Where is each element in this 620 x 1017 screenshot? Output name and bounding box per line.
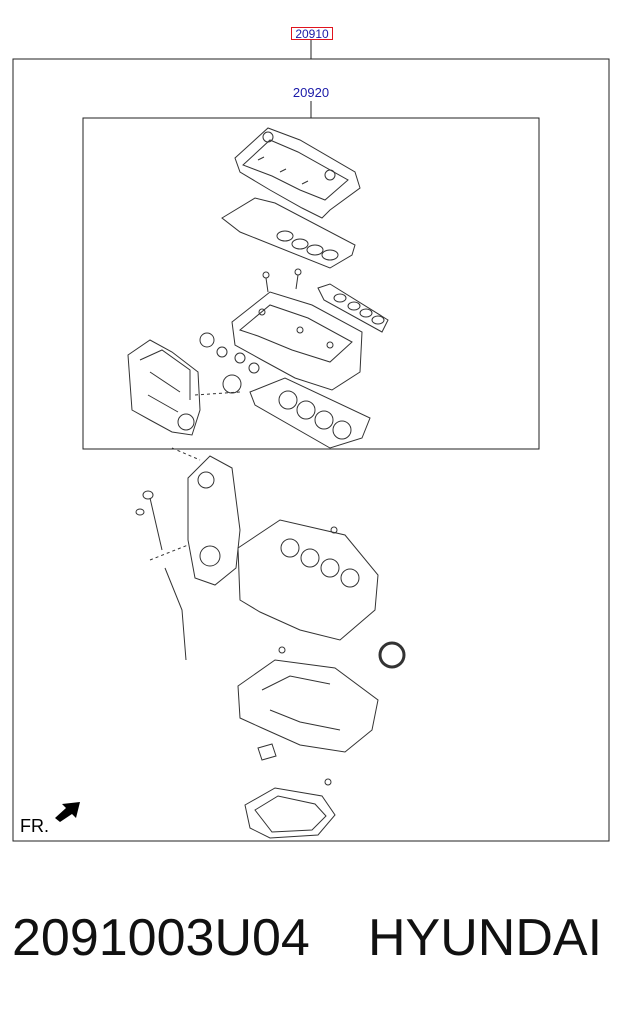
inner-frame (82, 117, 540, 450)
footer-brand: HYUNDAI (368, 909, 603, 967)
head-gasket (249, 377, 371, 449)
outer-parts (135, 391, 406, 839)
cylinder-head (231, 291, 363, 391)
oil-pan (244, 787, 336, 839)
main-callout-number[interactable]: 20910 (291, 27, 333, 41)
front-direction-arrow-icon (55, 802, 80, 822)
engine-block (237, 519, 379, 641)
footer-part-number: 2091003U04 (12, 909, 310, 967)
front-direction-label: FR. (20, 816, 49, 836)
inner-parts (127, 127, 389, 449)
engine-gasket-kit-diagram (12, 40, 610, 842)
timing-cover (187, 455, 241, 586)
intake-manifold (127, 339, 201, 436)
rear-oil-seal (378, 641, 406, 669)
exhaust-gasket (317, 283, 389, 333)
dipstick (135, 490, 187, 661)
sub-callout-number[interactable]: 20920 (292, 85, 330, 100)
lower-crankcase (237, 659, 379, 753)
valve-cover (234, 127, 361, 219)
drain-plug (257, 743, 277, 761)
cover-gasket (221, 197, 356, 269)
